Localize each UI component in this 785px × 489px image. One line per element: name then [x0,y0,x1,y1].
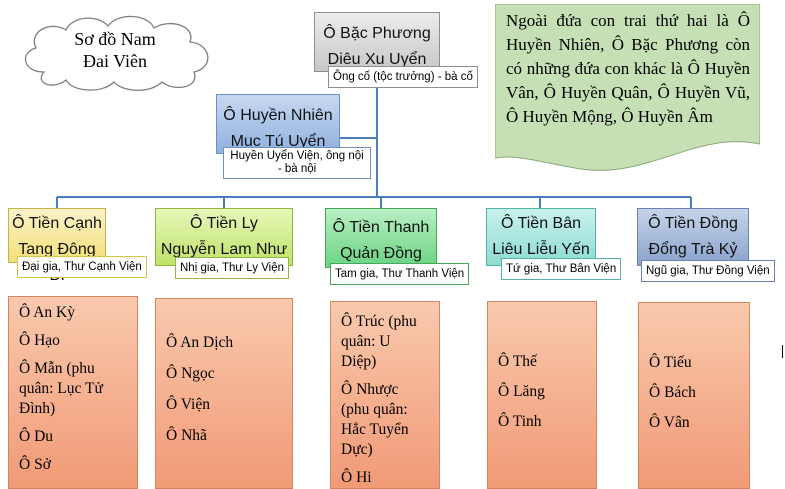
branch-1-children-box: Ô An Kỳ Ô Hạo Ô Mẫn (phu quân: Lục Tử Đì… [8,296,138,489]
branch-1-name: Ô Tiền Cạnh [12,215,102,232]
note-shape [495,4,760,171]
branch-3-person-box: Ô Tiền Thanh Quản Đồng [325,208,437,268]
branch-1-child-4: Ô Du [19,428,54,445]
branch-5-tag: Ngũ gia, Thư Đồng Viện [641,260,775,282]
branch-2-child-2: Ô Ngọc [166,365,215,382]
branch-4-name: Ô Tiền Bân [500,215,582,232]
branch-4-person-box: Ô Tiền Bân Liêu Liễu Yến [486,208,596,266]
branch-3-name: Ô Tiền Thanh [332,219,430,236]
branch-5-child-1: Ô Tiếu [649,354,692,371]
branch-3-tag: Tam gia, Thư Thanh Viện [330,263,470,285]
branch-4-tag: Tứ gia, Thư Bân Viện [501,258,622,280]
branch-5-child-2: Ô Bách [649,384,696,401]
branch-5-child-3: Ô Vân [649,414,690,431]
branch-1-child-1: Ô An Kỳ [19,304,75,321]
branch-2-tag: Nhị gia, Thư Ly Viện [175,257,290,279]
title-line-2: Đai Viên [82,51,148,71]
branch-4-child-2: Ô Lăng [498,383,545,400]
branch-1-child-2: Ô Hạo [19,332,60,349]
branch-2-name: Ô Tiền Ly [190,215,258,232]
grandparent-wife: Mục Tú Uyển [230,133,326,150]
branch-5-person-box: Ô Tiền Đồng Đổng Trà Kỷ [637,208,749,266]
grandparent-name: Ô Huyền Nhiên [223,107,333,124]
branch-1-tag: Đại gia, Thư Cạnh Viện [17,256,147,278]
branch-2-wife: Nguyễn Lam Như [160,241,288,258]
root-name: Ô Bặc Phương [323,25,431,42]
branch-1-child-5: Ô Sở [19,456,51,473]
grandparent-tag-line-1: Huyền Uyển Viện, ông nội [230,150,364,162]
branch-3-child-3: Ô Hi [341,469,372,486]
branch-3-child-1: Ô Trúc (phu quân: U Diệp) [341,313,417,370]
root-wife: Diêu Xu Uyển [327,51,427,68]
grandparent-tag: Huyền Uyển Viện, ông nội - bà nội [223,147,371,179]
branch-2-person-box: Ô Tiền Ly Nguyễn Lam Như [155,208,293,266]
branch-5-name: Ô Tiền Đồng [648,215,738,232]
branch-3-children-box: Ô Trúc (phu quân: U Diệp) Ô Nhược (phu q… [330,301,440,489]
branch-2-child-3: Ô Viện [166,396,210,413]
grandparent-tag-line-2: - bà nội [277,163,317,175]
title-line-1: Sơ đồ Nam [74,29,156,49]
branch-4-wife: Liêu Liễu Yến [492,241,590,258]
branch-5-children-box: Ô Tiếu Ô Bách Ô Vân [638,302,750,489]
branch-1-child-3: Ô Mẫn (phu quân: Lục Tử Đình) [19,360,103,417]
branch-3-child-2: Ô Nhược (phu quân: Hắc Tuyển Dực) [341,381,409,458]
note-text: Ngoài đứa con trai thứ hai là Ô Huyền Nh… [506,11,750,126]
branch-4-child-3: Ô Tinh [498,413,542,430]
branch-2-child-4: Ô Nhã [166,427,207,444]
text-cursor-icon [782,345,783,358]
diagram-title: Sơ đồ Nam Đai Viên [40,28,190,72]
root-person-box: Ô Bặc Phương Diêu Xu Uyển [314,12,440,72]
branch-5-wife: Đổng Trà Kỷ [648,241,738,258]
branch-3-wife: Quản Đồng [340,245,422,262]
branch-1-person-box: Ô Tiền Cạnh Tang Đông Di [8,208,106,284]
branch-2-children-box: Ô An Dịch Ô Ngọc Ô Viện Ô Nhã [155,298,293,489]
grandparent-person-box: Ô Huyền Nhiên Mục Tú Uyển [216,94,340,154]
branch-2-child-1: Ô An Dịch [166,334,234,351]
branch-4-children-box: Ô Thế Ô Lăng Ô Tinh [487,301,597,489]
title-cloud [25,15,209,91]
root-tag: Ông cố (tộc trưởng) - bà cố [328,66,478,88]
branch-4-child-1: Ô Thế [498,353,537,370]
